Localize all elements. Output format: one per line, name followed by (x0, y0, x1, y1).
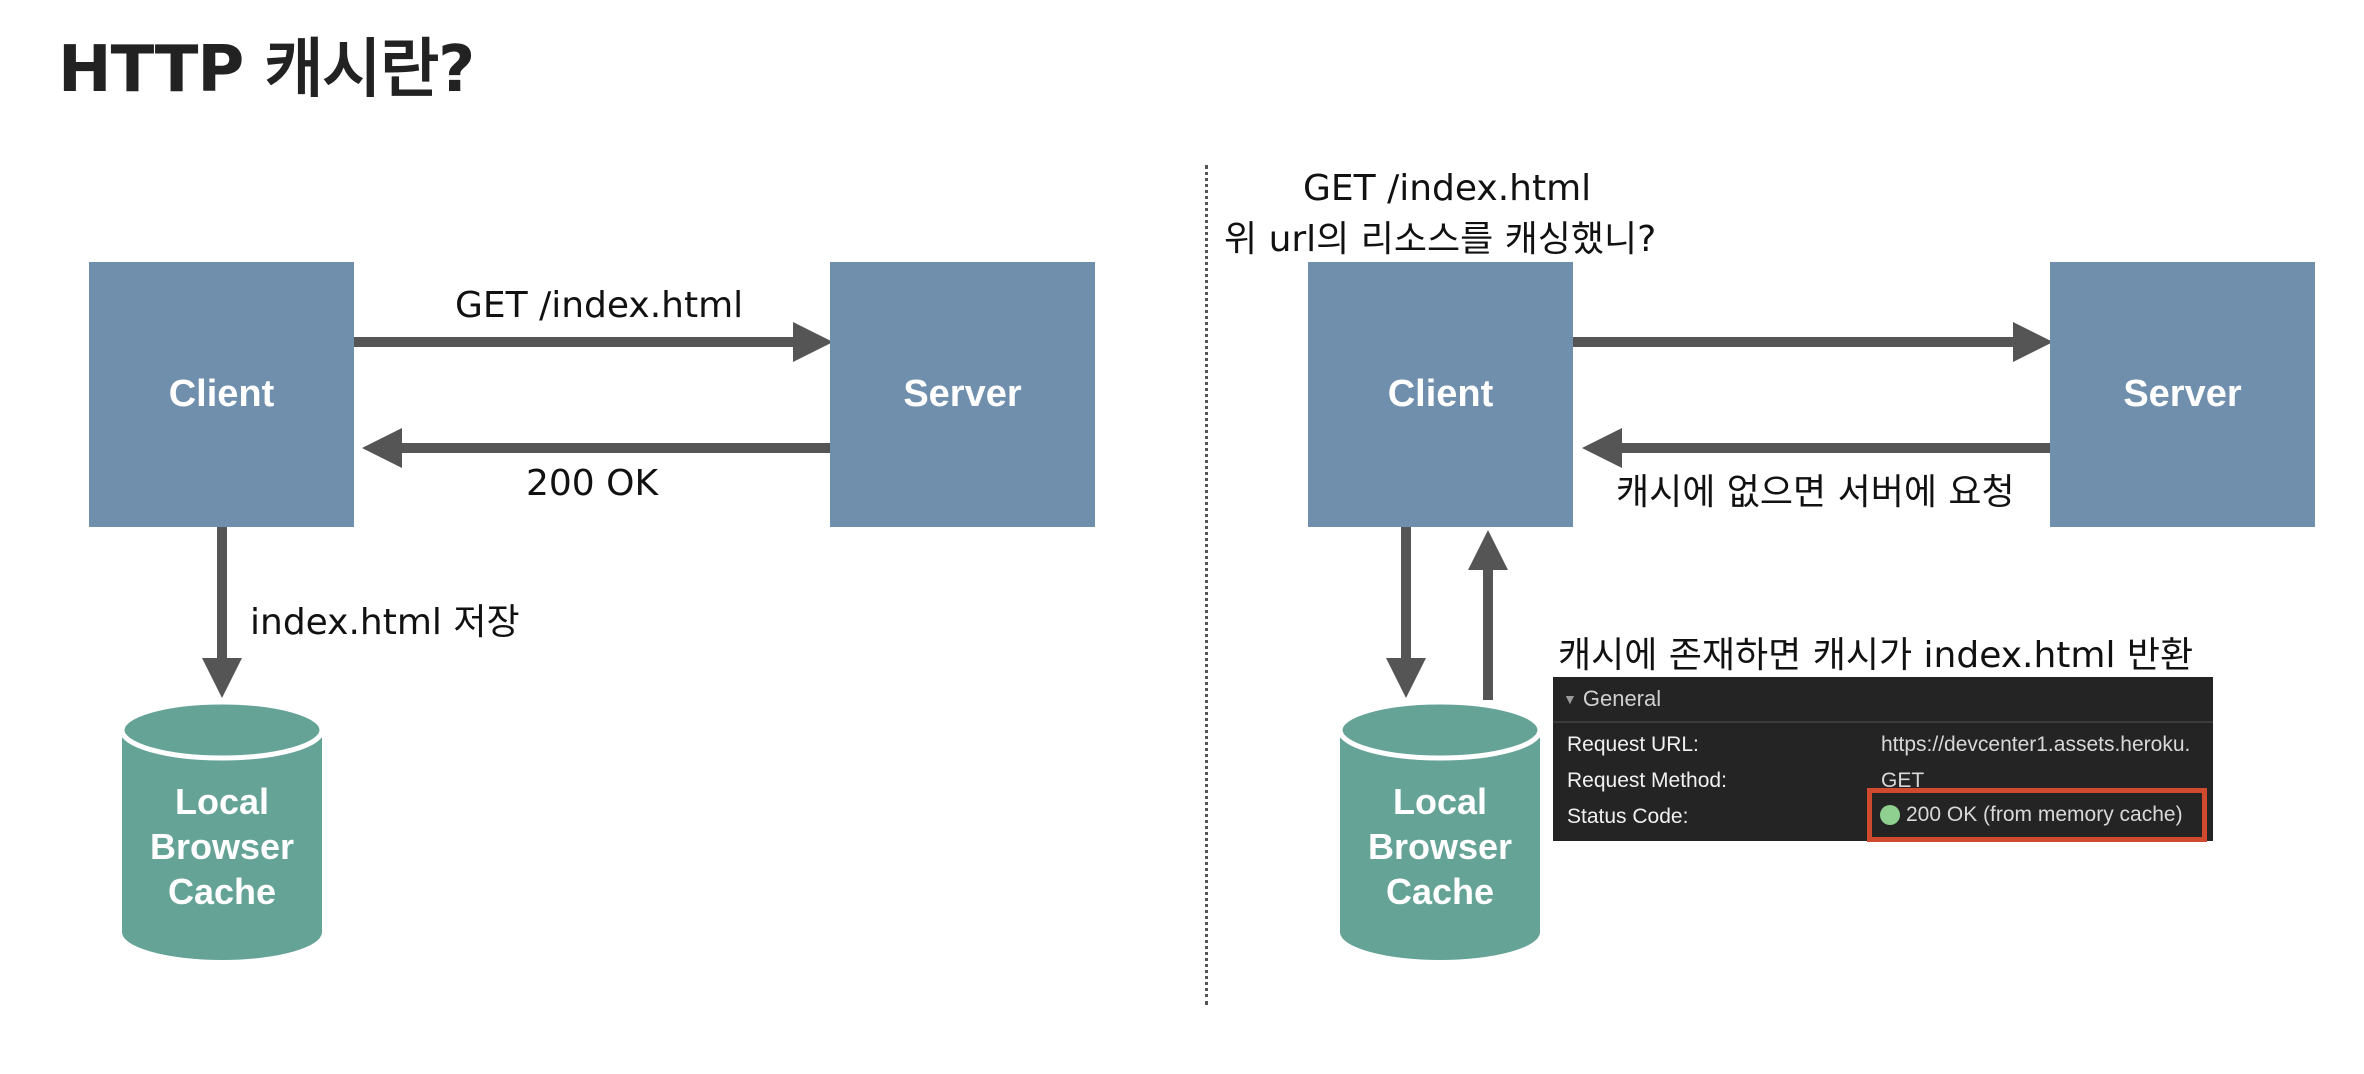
page-title: HTTP 캐시란? (58, 33, 475, 107)
request-url-value: https://devcenter1.assets.heroku. (1881, 733, 2191, 756)
right-miss-label: 캐시에 없으면 서버에 요청 (1616, 472, 2015, 513)
right-hit-label: 캐시에 존재하면 캐시가 index.html 반환 (1558, 635, 2194, 676)
right-cache-shape (1338, 700, 1542, 960)
status-code-key: Status Code: (1567, 805, 1689, 828)
right-client-box: Client (1308, 262, 1573, 527)
right-cache-cylinder: Local Browser Cache (1338, 700, 1542, 962)
right-question-line2: 위 url의 리소스를 캐싱했니? (1224, 219, 1657, 260)
devtools-section-header[interactable]: ▼ General (1553, 677, 2213, 723)
left-client-box: Client (89, 262, 354, 527)
status-code-value: 200 OK (from memory cache) (1880, 803, 2183, 827)
left-server-label: Server (903, 373, 1022, 415)
right-question-line1: GET /index.html (1303, 168, 1592, 209)
section-divider (1205, 165, 1208, 1005)
right-server-label: Server (2123, 373, 2242, 415)
left-client-label: Client (168, 373, 275, 415)
left-cache-cylinder: Local Browser Cache (120, 700, 324, 962)
left-server-box: Server (830, 262, 1095, 527)
right-client-label: Client (1387, 373, 1494, 415)
left-request-label: GET /index.html (455, 285, 744, 326)
request-method-key: Request Method: (1567, 769, 1727, 792)
left-cache-label: Local Browser Cache (149, 780, 295, 912)
status-highlight-box (1867, 788, 2207, 842)
devtools-section-title: General (1582, 686, 1662, 711)
left-cache-shape (120, 700, 324, 960)
request-url-key: Request URL: (1567, 733, 1699, 756)
left-store-label: index.html 저장 (250, 602, 520, 643)
left-response-label: 200 OK (526, 463, 659, 504)
right-cache-label: Local Browser Cache (1367, 780, 1513, 912)
status-ok-dot-icon (1880, 805, 1900, 825)
request-method-value: GET (1881, 769, 1925, 792)
right-server-box: Server (2050, 262, 2315, 527)
status-code-text: 200 OK (from memory cache) (1906, 803, 2183, 826)
collapse-triangle-icon[interactable]: ▼ (1563, 691, 1577, 707)
